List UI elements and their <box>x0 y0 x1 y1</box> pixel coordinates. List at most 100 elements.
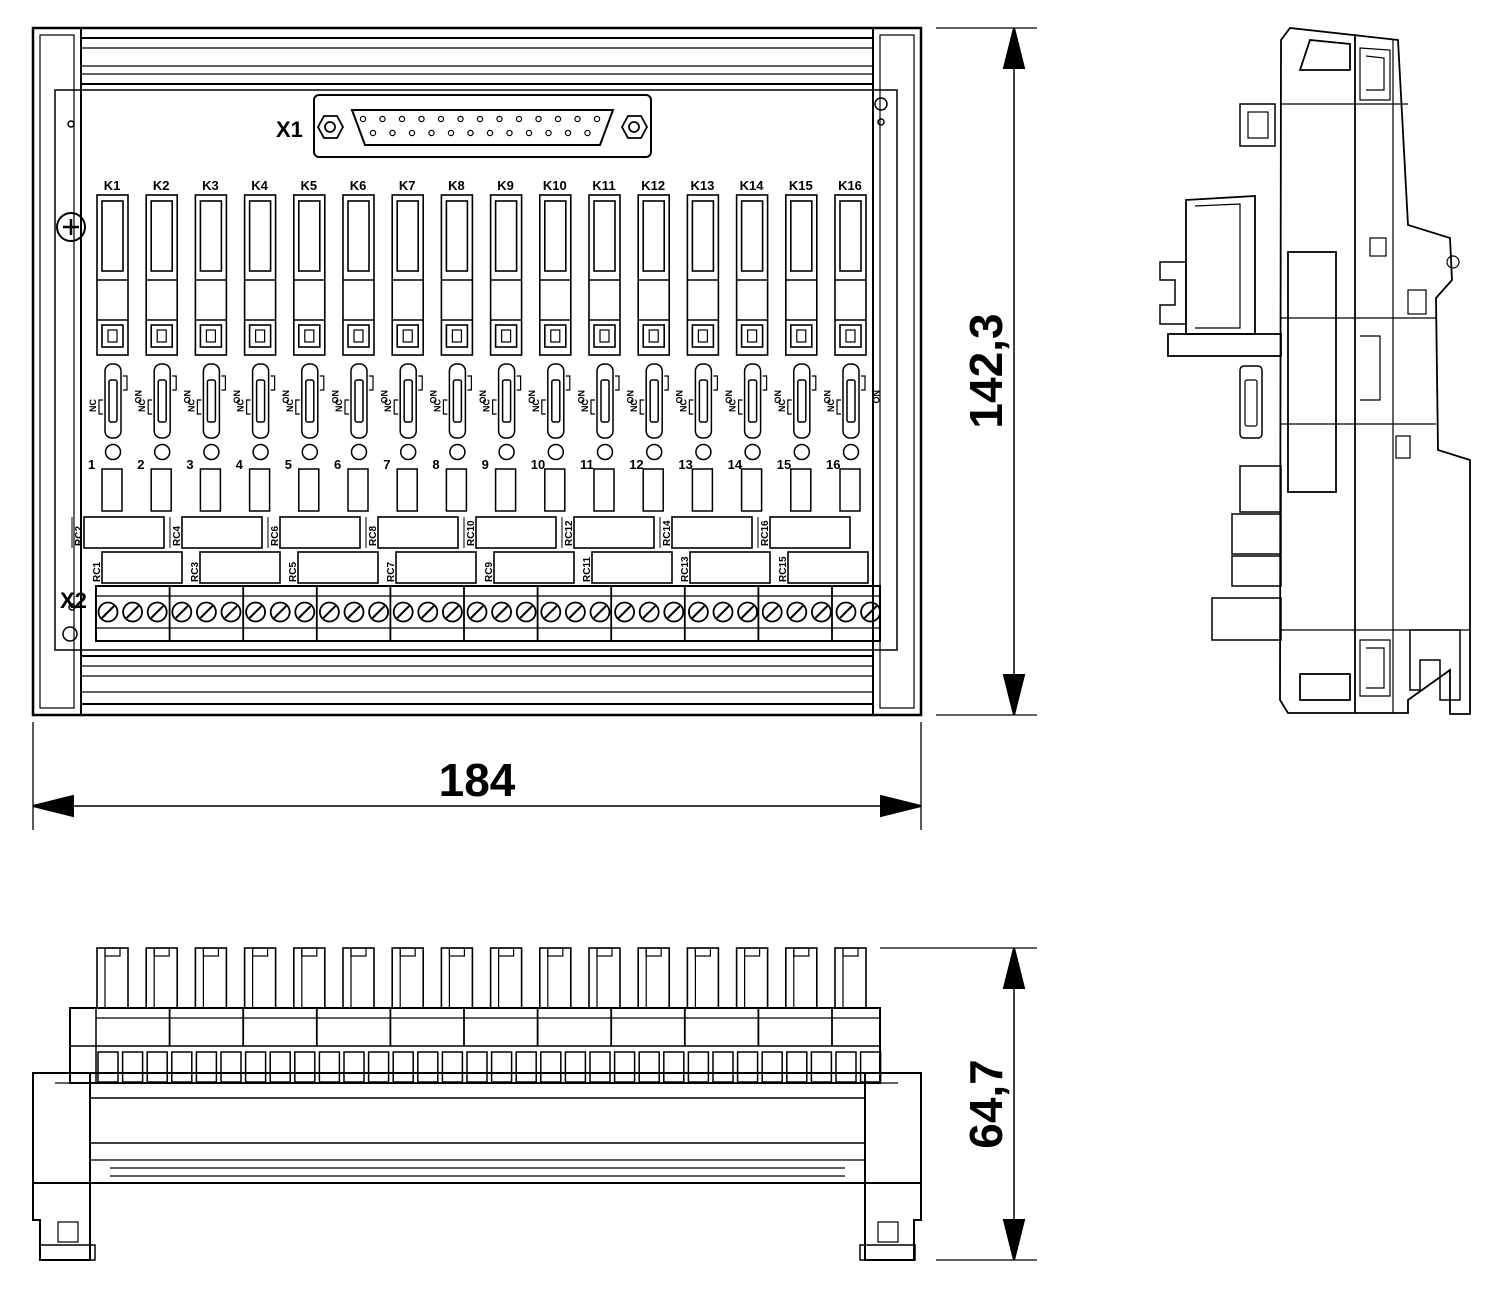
terminal-clamp <box>97 1051 119 1083</box>
terminal-clamp <box>638 1051 660 1083</box>
relay-side <box>686 947 720 1009</box>
terminal-clamp <box>294 1051 316 1083</box>
relay-label: K5 <box>300 178 317 193</box>
nc-label: NC <box>137 399 147 412</box>
rc-module <box>573 516 655 549</box>
relay-label: K9 <box>497 178 514 193</box>
channel-number: 13 <box>678 457 692 472</box>
nc-no-switch <box>393 363 423 439</box>
nc-label: NC <box>826 399 836 412</box>
channel-number: 6 <box>334 457 341 472</box>
no-label: NO <box>477 390 487 404</box>
relay-side <box>96 947 129 1009</box>
terminal-clamp <box>121 1051 144 1083</box>
terminal-clamp <box>613 1051 636 1083</box>
nc-no-switch <box>688 363 718 439</box>
nc-label: NC <box>285 399 295 412</box>
relay-label: K15 <box>789 178 813 193</box>
relay-side <box>342 947 375 1009</box>
fuse <box>445 468 468 512</box>
terminal-screw-icon <box>392 601 414 623</box>
terminal-screw-icon <box>195 601 217 623</box>
status-led-icon <box>252 443 269 461</box>
nc-no-switch <box>98 363 128 439</box>
relay-label: K4 <box>251 178 268 193</box>
front-view: X1 X2 K1NCNO1K2NCNO2K3NCNO3K4NCNO4K5NCNO… <box>31 26 923 717</box>
nc-no-switch <box>196 363 226 439</box>
relay-side <box>145 947 178 1009</box>
terminal-clamp <box>146 1051 168 1083</box>
relay-label: K3 <box>202 178 219 193</box>
relay-label: K16 <box>838 178 862 193</box>
terminal-clamp <box>540 1051 562 1083</box>
rc-label: RC9 <box>484 562 495 582</box>
relay <box>440 194 474 356</box>
terminal-clamp <box>663 1051 685 1083</box>
status-led-icon <box>498 443 515 461</box>
rc-label: RC11 <box>582 557 593 582</box>
rc-module <box>101 551 183 584</box>
terminal-screw-icon <box>688 601 709 623</box>
relay <box>194 194 228 356</box>
relay <box>686 194 720 356</box>
no-label: NO <box>773 390 783 404</box>
channel-number: 10 <box>531 457 545 472</box>
rc-module <box>671 516 753 549</box>
channel-number: 16 <box>826 457 840 472</box>
status-led-icon <box>301 443 319 461</box>
terminal-screw-icon <box>761 601 783 623</box>
channel-number: 9 <box>482 457 489 472</box>
mount-hole-icon <box>67 120 75 128</box>
terminal-clamp <box>220 1051 242 1083</box>
relay <box>538 194 572 356</box>
fuse <box>199 468 222 512</box>
relay-label: K7 <box>399 178 416 193</box>
relay-side <box>440 947 474 1009</box>
rc-label: RC15 <box>778 556 789 582</box>
relay-side <box>735 947 769 1009</box>
rc-label: RC5 <box>288 562 299 582</box>
x1-label: X1 <box>276 117 303 142</box>
relay-label: K8 <box>448 178 465 193</box>
terminal-screw-icon <box>860 601 881 623</box>
rc-label: RC13 <box>680 556 691 582</box>
terminal-clamp <box>367 1051 390 1083</box>
channel-number: 14 <box>728 457 743 472</box>
relay-side <box>834 947 867 1009</box>
no-label: NO <box>182 390 192 404</box>
channel-number: 3 <box>186 457 193 472</box>
terminal-screw-icon <box>565 601 586 623</box>
relay-label: K13 <box>690 178 714 193</box>
no-label: NO <box>379 390 389 404</box>
relay <box>292 194 326 356</box>
fuse <box>642 468 664 512</box>
relay-label: K1 <box>104 178 121 193</box>
terminal-clamp <box>392 1051 414 1083</box>
channel-number: 4 <box>236 457 244 472</box>
terminal-screw-icon <box>491 601 513 623</box>
nc-no-switch <box>246 363 276 439</box>
relay-label: K12 <box>641 178 665 193</box>
rc-label: RC8 <box>368 526 379 546</box>
rc-module <box>475 516 557 549</box>
channel-number: 8 <box>432 457 439 472</box>
x2-terminal-block <box>95 585 881 642</box>
relay <box>637 194 671 356</box>
nc-label: NC <box>531 399 541 412</box>
terminal-clamp <box>244 1051 267 1083</box>
fuse <box>740 468 763 512</box>
terminal-screw-icon <box>368 601 390 623</box>
status-led-icon <box>350 443 368 461</box>
rc-label: RC3 <box>190 562 201 582</box>
relay-label: K11 <box>592 178 615 193</box>
nc-no-switch <box>442 363 472 439</box>
rc-module <box>591 551 673 584</box>
terminal-clamp <box>859 1051 882 1083</box>
nc-label: NC <box>728 399 738 412</box>
terminal-screw-icon <box>835 601 857 623</box>
terminal-clamp <box>343 1051 365 1083</box>
